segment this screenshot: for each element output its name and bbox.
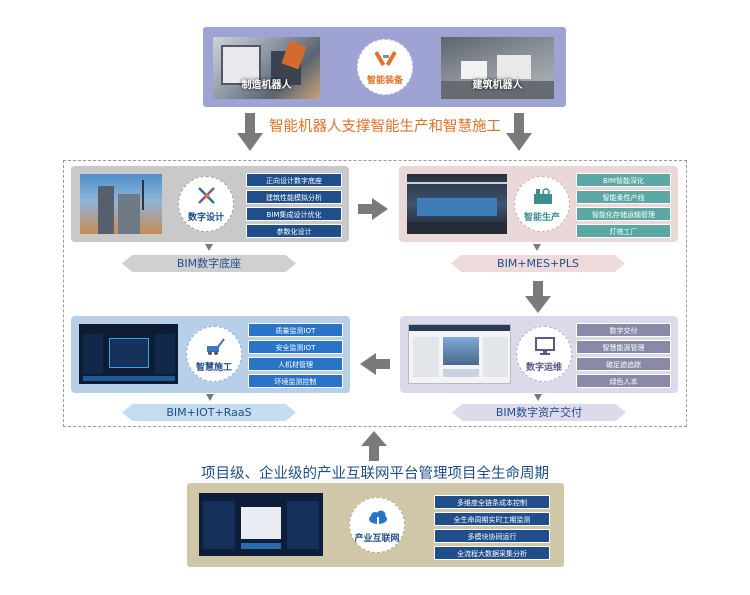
design-tools-icon: [198, 187, 215, 204]
smart-production-photo: [407, 174, 507, 234]
industrial-internet-panel: 产业互联网 多维度全链条成本控制 全生命周期实时工期监测 多模块协同运行 全流程…: [187, 483, 564, 567]
digital-operation-tag: 数字交付: [576, 323, 671, 337]
small-down-arrow-design: [205, 244, 213, 251]
digital-operation-label: 数字运维: [525, 363, 562, 373]
tools-icon: [375, 51, 397, 67]
industrial-internet-label: 产业互联网: [354, 534, 400, 544]
smart-production-tags: BIM智能深化 智能柔性产线 智能化存储运输管理 灯塔工厂: [576, 173, 671, 241]
factory-icon: [534, 188, 552, 204]
smart-construction-label: 智慧施工: [195, 363, 232, 373]
construction-robot-photo: 建筑机器人: [441, 37, 554, 99]
digital-operation-tags: 数字交付 智慧能源管理 碳足迹追踪 绿色人本: [576, 323, 671, 391]
smart-construction-panel: 智慧施工 质量监测IOT 安全监测IOT 人机材管理 环境监测控制: [71, 316, 350, 393]
smart-equipment-panel: 制造机器人 智能装备 建筑机器人: [203, 27, 566, 107]
bottom-headline: 项目级、企业级的产业互联网平台管理项目全生命周期: [201, 466, 549, 482]
digital-operation-panel: 数字运维 数字交付 智慧能源管理 碳足迹追踪 绿色人本: [400, 316, 678, 393]
monitor-icon: [535, 337, 555, 355]
smart-construction-badge: 智慧施工: [186, 326, 242, 382]
smart-production-tag: 智能化存储运输管理: [576, 207, 671, 221]
industrial-internet-dashboard: [199, 493, 323, 556]
manufacturing-robot-photo: 制造机器人: [213, 37, 320, 99]
construction-robot-caption: 建筑机器人: [472, 80, 523, 91]
design-ribbon: BIM数字底座: [122, 255, 296, 272]
digital-design-tags: 正向设计数字底座 建筑性能模拟分析 BIM集成设计优化 参数化设计: [246, 173, 342, 241]
digital-design-tag: 建筑性能模拟分析: [246, 190, 342, 204]
smart-production-label: 智能生产: [523, 213, 560, 223]
right-arrow: [358, 198, 388, 220]
industrial-internet-tag: 全生命周期实时工期监测: [434, 512, 550, 526]
operation-ribbon: BIM数字资产交付: [452, 404, 626, 421]
industrial-internet-tag: 多模块协同运行: [434, 529, 550, 543]
smart-construction-dashboard: [79, 324, 178, 384]
small-down-arrow-operation: [534, 394, 542, 401]
construction-ribbon: BIM+IOT+RaaS: [122, 404, 296, 421]
smart-construction-tag: 环境监测控制: [248, 374, 343, 388]
manufacturing-robot-caption: 制造机器人: [241, 80, 292, 91]
top-headline: 智能机器人支撑智能生产和智慧施工: [269, 119, 501, 135]
down-arrow-left: [237, 113, 263, 151]
smart-construction-tags: 质量监测IOT 安全监测IOT 人机材管理 环境监测控制: [248, 323, 343, 391]
smart-production-panel: 智能生产 BIM智能深化 智能柔性产线 智能化存储运输管理 灯塔工厂: [399, 166, 678, 242]
digital-operation-tag: 智慧能源管理: [576, 340, 671, 354]
digital-design-tag: 参数化设计: [246, 224, 342, 238]
smart-construction-tag: 质量监测IOT: [248, 323, 343, 337]
down-arrow-right: [506, 113, 532, 151]
digital-operation-tag: 绿色人本: [576, 374, 671, 388]
smart-production-tag: 智能柔性产线: [576, 190, 671, 204]
digital-design-tag: 正向设计数字底座: [246, 173, 342, 187]
production-ribbon: BIM+MES+PLS: [451, 255, 625, 272]
digital-design-label: 数字设计: [187, 213, 224, 223]
digital-operation-badge: 数字运维: [516, 326, 572, 382]
digital-design-photo: [80, 174, 162, 234]
smart-production-tag: BIM智能深化: [576, 173, 671, 187]
digital-design-panel: 数字设计 正向设计数字底座 建筑性能模拟分析 BIM集成设计优化 参数化设计: [71, 166, 349, 242]
small-down-arrow-production: [533, 244, 541, 251]
left-arrow: [360, 353, 390, 375]
digital-operation-tag: 碳足迹追踪: [576, 357, 671, 371]
smart-equipment-badge: 智能装备: [357, 39, 413, 95]
industrial-internet-tags: 多维度全链条成本控制 全生命周期实时工期监测 多模块协同运行 全流程大数据采集分…: [434, 495, 550, 563]
smart-construction-tag: 安全监测IOT: [248, 340, 343, 354]
excavator-icon: [207, 338, 225, 355]
industrial-internet-badge: 产业互联网: [349, 497, 405, 553]
lifecycle-frame: [63, 160, 687, 427]
industrial-internet-tag: 多维度全链条成本控制: [434, 495, 550, 509]
smart-equipment-label: 智能装备: [366, 76, 403, 86]
digital-design-tag: BIM集成设计优化: [246, 207, 342, 221]
smart-production-badge: 智能生产: [514, 176, 570, 232]
small-down-arrow-construction: [206, 394, 214, 401]
digital-design-badge: 数字设计: [178, 176, 234, 232]
smart-construction-tag: 人机材管理: [248, 357, 343, 371]
cloud-icon: [369, 510, 387, 525]
up-arrow: [361, 431, 387, 461]
down-arrow-production-to-operation: [525, 281, 551, 313]
digital-operation-screen: [408, 324, 511, 384]
smart-production-tag: 灯塔工厂: [576, 224, 671, 238]
industrial-internet-tag: 全流程大数据采集分析: [434, 546, 550, 560]
